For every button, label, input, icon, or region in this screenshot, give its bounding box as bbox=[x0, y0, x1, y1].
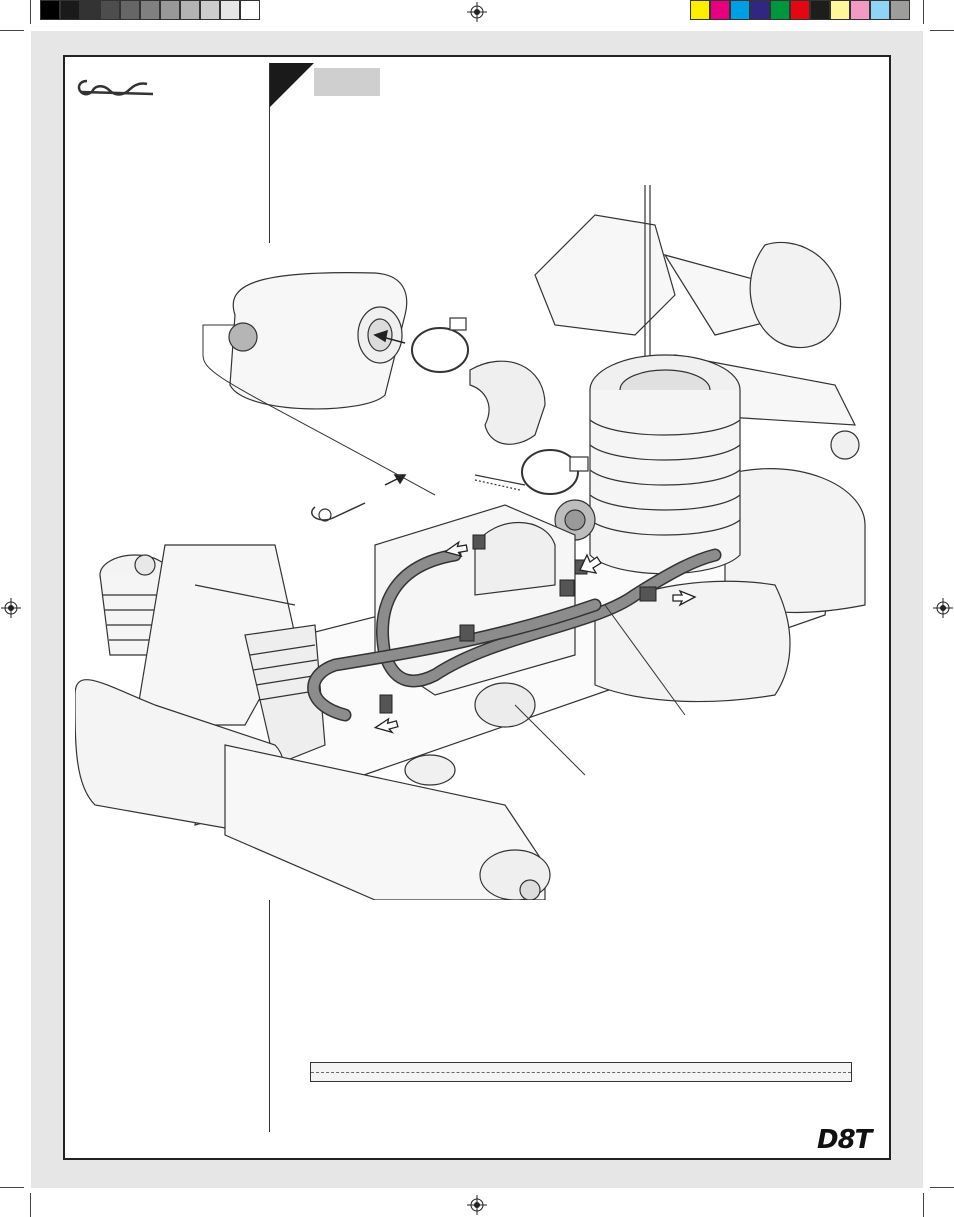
crop-mark bbox=[30, 1193, 31, 1217]
color-swatch bbox=[690, 0, 710, 20]
crop-mark bbox=[0, 30, 24, 31]
gray-swatch bbox=[40, 0, 60, 20]
color-swatch bbox=[850, 0, 870, 20]
gray-swatch bbox=[220, 0, 240, 20]
color-swatch bbox=[730, 0, 750, 20]
gray-swatch bbox=[180, 0, 200, 20]
registration-mark-icon bbox=[467, 2, 487, 22]
color-swatch bbox=[890, 0, 910, 20]
registration-mark-icon bbox=[933, 598, 953, 618]
column-divider-bottom bbox=[269, 900, 270, 1132]
color-swatch bbox=[810, 0, 830, 20]
color-swatch bbox=[830, 0, 850, 20]
registration-mark-icon bbox=[1, 598, 21, 618]
gray-swatch bbox=[60, 0, 80, 20]
gray-swatch bbox=[140, 0, 160, 20]
color-swatch bbox=[790, 0, 810, 20]
step-number-corner bbox=[269, 63, 314, 108]
gray-swatch bbox=[200, 0, 220, 20]
gray-swatch bbox=[160, 0, 180, 20]
step-title-tab bbox=[314, 68, 380, 96]
color-swatch bbox=[770, 0, 790, 20]
crop-mark bbox=[30, 0, 31, 24]
crop-mark bbox=[923, 1193, 924, 1217]
specification-bar bbox=[310, 1062, 852, 1082]
gray-swatch bbox=[100, 0, 120, 20]
gray-swatch bbox=[120, 0, 140, 20]
column-divider-top bbox=[269, 63, 270, 243]
gray-swatch bbox=[80, 0, 100, 20]
engine-assembly-illustration bbox=[75, 185, 866, 900]
color-swatch bbox=[710, 0, 730, 20]
color-swatch bbox=[750, 0, 770, 20]
gray-swatch bbox=[240, 0, 260, 20]
d8t-logo: D8T bbox=[817, 1125, 872, 1155]
crop-mark bbox=[930, 30, 954, 31]
color-swatch bbox=[870, 0, 890, 20]
crop-mark bbox=[930, 1187, 954, 1188]
crop-mark bbox=[923, 0, 924, 24]
bar-dashed-line bbox=[311, 1072, 851, 1073]
body-clip-icon bbox=[77, 79, 154, 96]
registration-mark-icon bbox=[467, 1195, 487, 1215]
crop-mark bbox=[0, 1187, 24, 1188]
